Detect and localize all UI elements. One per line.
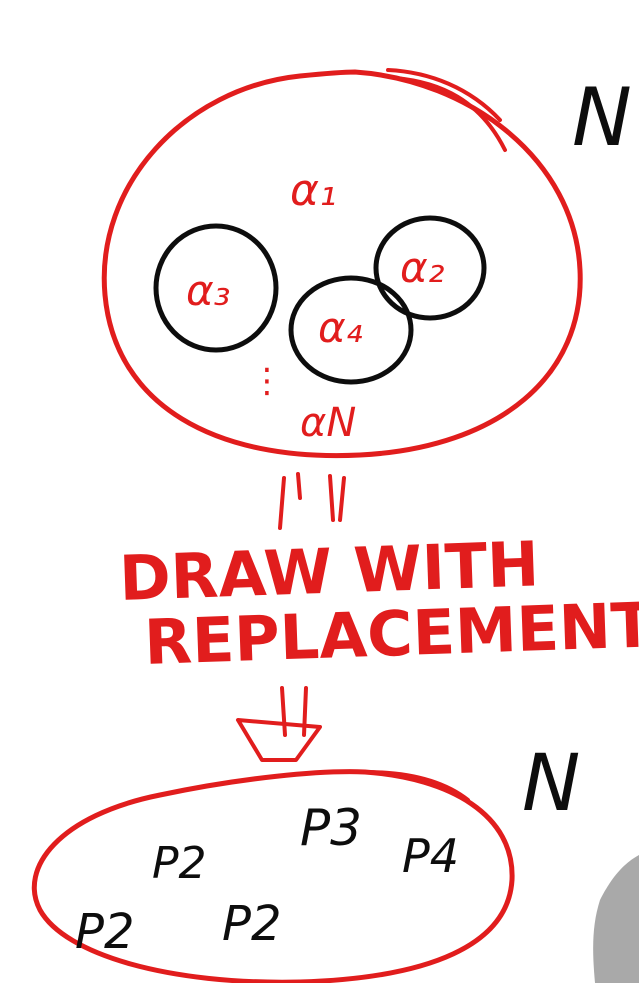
label-a2: α₂ — [400, 243, 445, 292]
population-circle-overdraw — [386, 68, 507, 152]
population-group: α₁ α₃ α₄ α₂ ⋮ αN N — [101, 68, 632, 459]
label-aN: αN — [300, 400, 356, 446]
down-arrow-icon — [236, 686, 322, 762]
sample-size-label: N — [522, 739, 580, 829]
process-text: DRAW WITH REPLACEMENT — [118, 527, 639, 679]
label-ellipsis: ⋮ — [250, 361, 284, 401]
sample-item-2: P2 — [152, 838, 207, 889]
sample-ellipse — [31, 769, 515, 983]
sample-item-5: P2 — [222, 896, 281, 952]
process-line-2: REPLACEMENT — [143, 588, 639, 679]
sample-group: P2 P2 P3 P4 P2 N — [31, 739, 580, 983]
sample-item-4: P4 — [402, 829, 459, 883]
connector-top — [278, 472, 346, 530]
sample-item-3: P3 — [300, 799, 362, 857]
sample-ellipse-overdraw — [363, 770, 470, 802]
label-a3: α₃ — [186, 266, 231, 315]
sample-item-1: P2 — [75, 904, 134, 960]
population-circle — [101, 69, 583, 459]
subgroup-circle-a4 — [288, 275, 414, 385]
process-line-1: DRAW WITH — [118, 527, 540, 615]
label-a4: α₄ — [318, 303, 363, 352]
subgroup-circle-a2 — [373, 215, 487, 321]
hand-shadow — [593, 855, 639, 983]
population-size-label: N — [572, 71, 632, 164]
label-a1: α₁ — [290, 165, 337, 216]
subgroup-circle-a3 — [153, 223, 279, 353]
